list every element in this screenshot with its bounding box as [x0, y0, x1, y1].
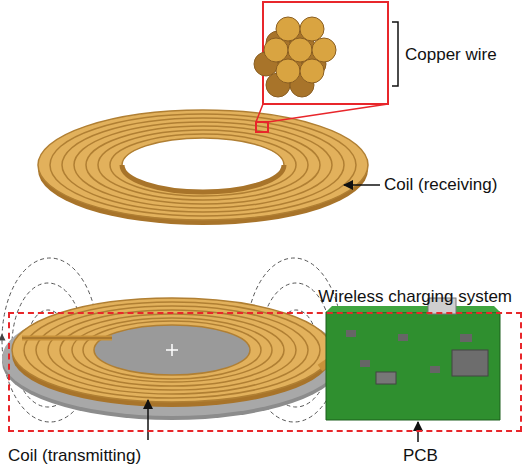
wire-inset-part — [256, 122, 268, 132]
receiving-coil-part — [62, 118, 344, 212]
transmitting-coil-part — [48, 310, 296, 390]
transmitting-coil-part — [22, 338, 112, 339]
transmitting-coil-part — [72, 318, 272, 382]
receiving-coil-part — [50, 114, 356, 216]
wire-inset-part — [392, 22, 398, 86]
pcb-board-part — [360, 360, 370, 367]
pcb-board-part — [430, 366, 440, 373]
system-boundary: Wireless charging system — [8, 312, 522, 432]
field-lines — [2, 258, 342, 422]
transmitting-coil — [2, 298, 360, 420]
transmitting-coil-part — [36, 306, 308, 394]
receiving-coil-part — [98, 130, 308, 200]
leader-arrows-part — [147, 400, 149, 440]
transmitting-coil-part — [22, 336, 112, 341]
wire-inset-part — [312, 38, 336, 62]
leader-arrows-part — [417, 422, 419, 442]
transmitting-coil-part — [83, 321, 261, 379]
transmitting-coil-part — [60, 314, 284, 386]
field-lines-part — [2, 337, 3, 340]
part-label: PCB — [403, 446, 438, 466]
receiving-coil-part — [122, 165, 284, 192]
transmitting-coil-part — [94, 325, 250, 375]
wire-inset-part — [276, 59, 300, 83]
wire-inset-part — [263, 2, 388, 104]
wire-inset — [254, 2, 398, 132]
pcb-board-part — [346, 330, 356, 337]
receiving-coil-part — [110, 134, 296, 196]
pcb-board-part — [376, 372, 396, 384]
pcb-board-part — [460, 334, 472, 342]
receiving-coil-part — [74, 122, 332, 208]
receiving-coil-part — [86, 126, 320, 204]
part-label: Coil (receiving) — [384, 175, 497, 195]
receiving-coil-part — [38, 110, 368, 220]
leader-arrows-part — [344, 184, 380, 186]
wire-inset-part — [254, 17, 336, 97]
boundary-heading: Wireless charging system — [318, 287, 512, 307]
wire-inset-part — [256, 104, 388, 122]
pcb-board — [326, 298, 500, 420]
wire-inset-part — [300, 17, 324, 41]
pcb-board-part — [398, 334, 408, 341]
wire-inset-part — [264, 38, 288, 62]
receiving-coil-part — [38, 110, 368, 220]
wire-inset-part — [300, 59, 324, 83]
receiving-coil-part — [122, 138, 284, 192]
wire-inset-part — [276, 17, 300, 41]
wire-inset-part — [288, 38, 312, 62]
receiving-coil-part — [38, 110, 368, 220]
transmitting-coil-part — [166, 344, 178, 356]
part-label: Copper wire — [405, 45, 497, 65]
pcb-board-part — [326, 312, 500, 420]
pcb-board-part — [452, 350, 488, 376]
transmitting-coil-part — [24, 302, 320, 398]
part-label: Coil (transmitting) — [8, 446, 141, 466]
receiving-coil — [38, 110, 368, 225]
